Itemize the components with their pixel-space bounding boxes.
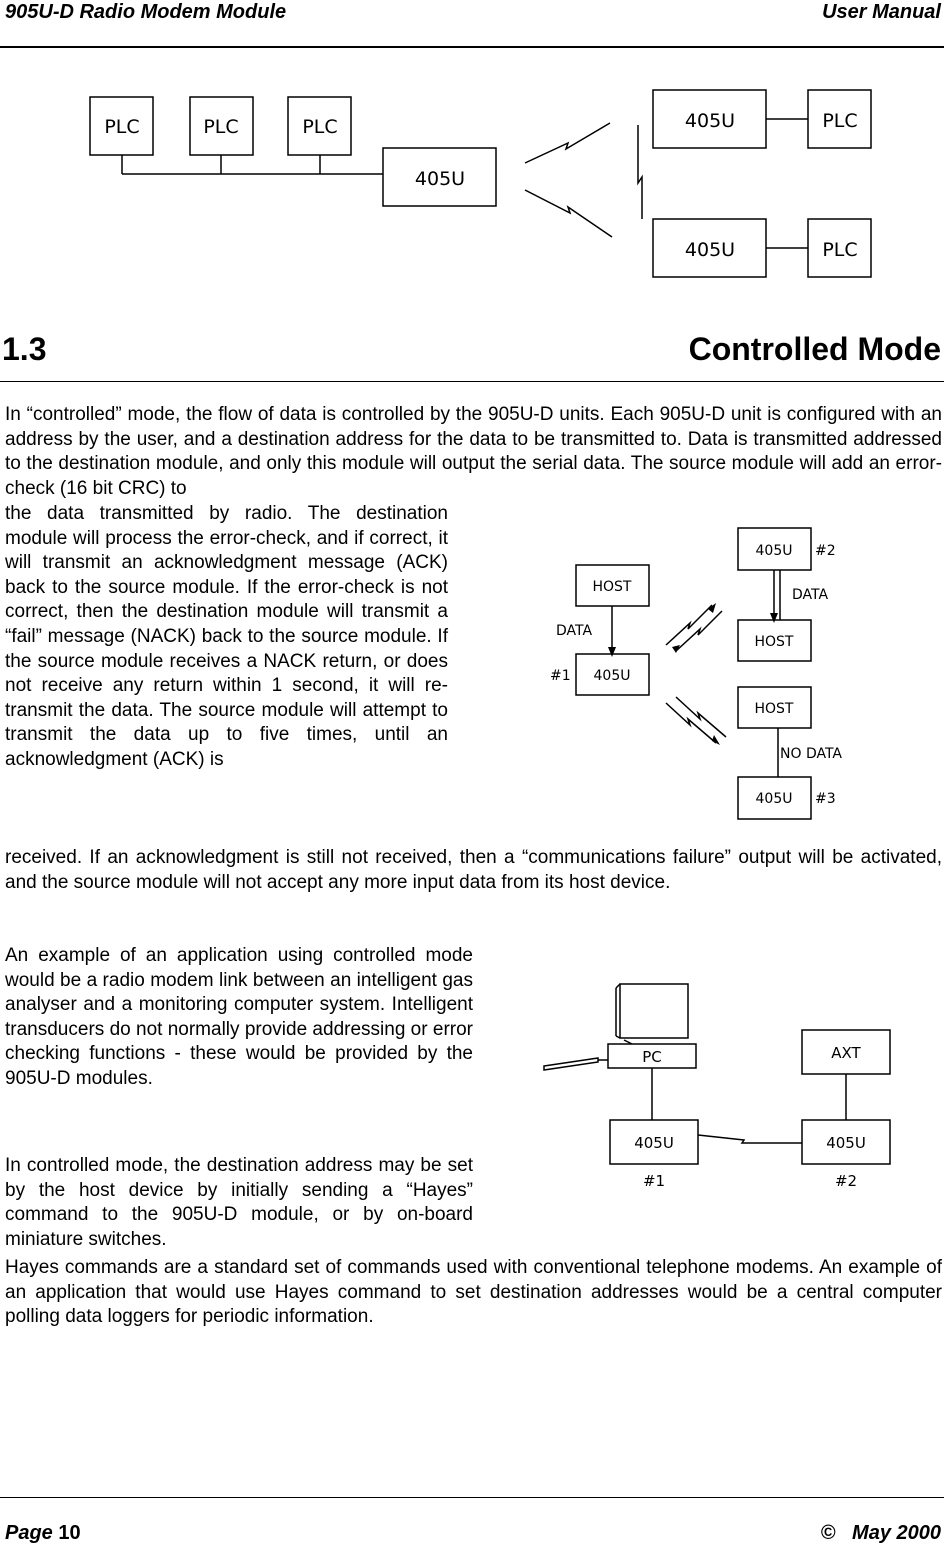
modem-label-remote-1: 405U	[685, 110, 735, 132]
no-data-label: NO DATA	[780, 746, 842, 762]
data-label-2: DATA	[792, 587, 828, 603]
footer-page-number: 10	[58, 1522, 81, 1544]
modem-label-3: 405U	[756, 791, 793, 807]
modem-box-2	[801, 1119, 891, 1165]
modem-label-1: 405U	[594, 668, 631, 684]
paragraph-intro: In “controlled” mode, the flow of data i…	[5, 404, 942, 499]
modem-label-2: 405U	[756, 543, 793, 559]
radio-link-icon	[637, 125, 643, 219]
arrow-icon	[672, 645, 680, 653]
axt-label: AXT	[831, 1044, 861, 1062]
figure-pc-axt-example: PC AXT 405U 405U #1 #2	[543, 983, 891, 1190]
arrow-icon	[708, 603, 716, 613]
arrow-down-icon	[608, 647, 616, 657]
paragraph-intro-wrapped: the data transmitted by radio. The desti…	[5, 503, 448, 770]
header-manual-label: User Manual	[822, 1, 941, 23]
plc-label-remote-2: PLC	[822, 239, 857, 261]
radio-link-icon	[524, 189, 613, 238]
radio-link-icon	[665, 702, 717, 744]
monitor-icon	[619, 983, 689, 1039]
plc-label-2: PLC	[203, 116, 238, 138]
plc-label-remote-1: PLC	[822, 110, 857, 132]
keyboard-icon	[543, 1057, 599, 1071]
radio-link-icon	[524, 122, 611, 164]
copyright-icon: ©	[820, 1522, 836, 1544]
paragraph-hayes-commands: Hayes commands are a standard set of com…	[5, 1257, 942, 1328]
pc-label: PC	[642, 1048, 662, 1066]
radio-link-icon	[697, 1134, 802, 1144]
footer-date-text: May 2000	[852, 1522, 941, 1544]
section-title: Controlled Mode	[688, 331, 941, 367]
arrow-icon	[712, 735, 720, 745]
radio-link-icon	[675, 610, 723, 652]
section-rule	[0, 381, 944, 382]
unit-id-1: #1	[643, 1172, 665, 1190]
footer-rule	[0, 1497, 944, 1498]
footer-page: Page 10	[5, 1522, 81, 1545]
modem-label-1: 405U	[634, 1134, 674, 1152]
host-box-3	[737, 686, 812, 729]
modem-label-2: 405U	[826, 1134, 866, 1152]
modem-label-main: 405U	[415, 168, 465, 190]
radio-link-icon	[665, 604, 713, 646]
header-rule	[0, 46, 944, 48]
host-label-2: HOST	[755, 634, 794, 650]
data-label-1: DATA	[556, 623, 592, 639]
unit-id-2: #2	[835, 1172, 857, 1190]
section-number: 1.3	[2, 331, 47, 367]
unit-id-1: #1	[550, 668, 571, 684]
unit-id-2: #2	[815, 543, 836, 559]
arrow-down-icon	[770, 613, 778, 623]
unit-id-3: #3	[815, 791, 836, 807]
modem-box-main	[382, 147, 497, 207]
figure-controlled-mode: HOST 405U 405U HOST HOST 405U DATA #1 #2…	[550, 527, 842, 820]
page-header: 905U-D Radio Modem Module User Manual	[0, 0, 949, 48]
modem-box-3	[737, 776, 812, 820]
host-label-3: HOST	[755, 701, 794, 717]
figure-plc-network: PLC PLC PLC 405U 405U PLC 405U PLC	[89, 89, 872, 278]
footer-date: © May 2000	[821, 1522, 941, 1545]
paragraph-application-example: An example of an application using contr…	[5, 945, 473, 1089]
paragraph-intro-continued: received. If an acknowledgment is still …	[5, 847, 942, 893]
modem-label-remote-2: 405U	[685, 239, 735, 261]
footer-page-label: Page	[5, 1522, 53, 1544]
host-label-1: HOST	[593, 579, 632, 595]
plc-label-3: PLC	[302, 116, 337, 138]
plc-label-1: PLC	[104, 116, 139, 138]
modem-box-1	[609, 1119, 699, 1165]
paragraph-destination-address: In controlled mode, the destination addr…	[5, 1155, 473, 1250]
header-document-title: 905U-D Radio Modem Module	[5, 1, 287, 23]
radio-link-icon	[675, 696, 727, 738]
